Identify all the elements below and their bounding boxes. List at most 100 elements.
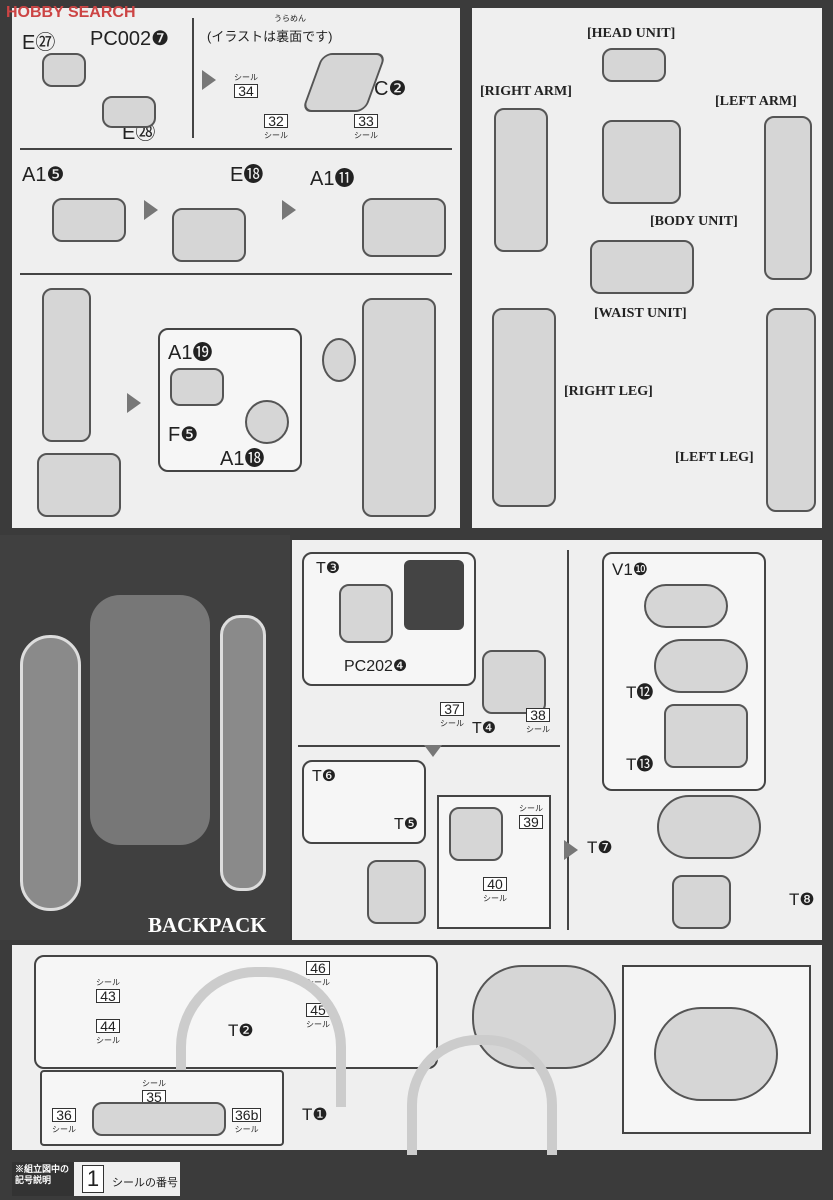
body-illustration — [602, 120, 681, 204]
legend-title: ※組立図中の記号説明 — [12, 1162, 74, 1196]
note-reverse-side: (イラストは裏面です) — [207, 29, 333, 44]
label-t12: T⓬ — [626, 683, 654, 702]
part-illustration — [362, 198, 446, 257]
down-arrow-icon — [424, 745, 442, 757]
part-illustration — [672, 875, 731, 929]
label-t7: T❼ — [587, 838, 613, 857]
part-illustration — [367, 860, 426, 924]
right-arm-illustration — [494, 108, 548, 252]
part-illustration — [42, 53, 86, 87]
label-pc002: PC002❼ — [90, 28, 170, 50]
label-e18: E⓲ — [230, 164, 264, 186]
part-illustration — [172, 208, 246, 262]
panel-unit-overview: [HEAD UNIT] [RIGHT ARM] [LEFT ARM] [BODY… — [472, 8, 822, 528]
label-t13: T⓭ — [626, 755, 654, 774]
legend-desc: シールの番号 — [112, 1177, 178, 1189]
label-a1-5: A1❺ — [22, 164, 65, 186]
label-e27: E㉗ — [22, 32, 56, 54]
part-illustration — [482, 650, 546, 714]
completed-view — [622, 965, 811, 1134]
detail-callout: A1⓳ F❺ A1⓲ — [158, 328, 302, 472]
watermark: HOBBY SEARCH — [6, 4, 136, 22]
label-t5: T❺ — [394, 816, 419, 833]
part-illustration — [170, 368, 224, 406]
label-waist-unit: [WAIST UNIT] — [594, 306, 687, 321]
head-illustration — [602, 48, 666, 82]
legend-seal-example: 1 — [82, 1165, 104, 1193]
backpack-title: BACKPACK — [148, 913, 267, 937]
part-illustration — [654, 1007, 778, 1101]
part-illustration — [407, 1035, 557, 1155]
label-t1: T❶ — [302, 1105, 328, 1124]
watermark-text: HOBBY SEARCH — [6, 4, 136, 21]
label-t4: T❹ — [472, 720, 497, 737]
label-t8: T❽ — [789, 890, 815, 909]
detail-callout: V1❿ T⓬ T⓭ — [602, 552, 766, 791]
left-arm-illustration — [764, 116, 812, 280]
divider — [192, 18, 194, 138]
divider — [20, 273, 452, 275]
legend: ※組立図中の記号説明 1 シールの番号 — [12, 1162, 180, 1196]
divider — [567, 550, 569, 930]
step-arrow-icon — [564, 840, 578, 860]
backpack-photo: BACKPACK — [0, 535, 290, 940]
shield-illustration — [20, 635, 81, 911]
detail-callout: T❸ PC202❹ — [302, 552, 476, 686]
right-leg-illustration — [492, 308, 556, 507]
label-v1: V1❿ — [612, 560, 649, 579]
label-pc202: PC202❹ — [344, 658, 408, 675]
label-t3: T❸ — [316, 560, 341, 577]
step-arrow-icon — [202, 70, 216, 90]
waist-illustration — [590, 240, 694, 294]
part-illustration — [657, 795, 761, 859]
part-illustration — [654, 639, 748, 693]
left-leg-illustration — [766, 308, 816, 512]
label-c2: C❷ — [374, 78, 407, 100]
step-arrow-icon — [127, 393, 141, 413]
part-illustration — [449, 807, 503, 861]
label-t6: T❻ — [312, 768, 337, 785]
divider — [20, 148, 452, 150]
label-right-leg: [RIGHT LEG] — [564, 384, 653, 399]
part-illustration — [176, 967, 346, 1107]
label-body-unit: [BODY UNIT] — [650, 214, 738, 229]
shield-illustration — [220, 615, 266, 891]
part-illustration — [42, 288, 91, 442]
label-left-leg: [LEFT LEG] — [675, 450, 754, 465]
label-a1-11: A1⓫ — [310, 168, 355, 190]
part-illustration — [644, 584, 728, 628]
label-head-unit: [HEAD UNIT] — [587, 26, 676, 41]
part-illustration — [664, 704, 748, 768]
label-a1-19: A1⓳ — [168, 342, 213, 364]
detail-callout: T❻ T❺ — [302, 760, 426, 844]
part-illustration — [52, 198, 126, 242]
part-illustration — [362, 298, 436, 517]
label-a1-18: A1⓲ — [220, 448, 265, 470]
part-illustration — [92, 1102, 226, 1136]
part-illustration — [322, 338, 356, 382]
part-photo — [404, 560, 464, 630]
step-arrow-icon — [282, 200, 296, 220]
label-right-arm: [RIGHT ARM] — [480, 84, 572, 99]
label-left-arm: [LEFT ARM] — [715, 94, 797, 109]
part-illustration — [245, 400, 289, 444]
step-arrow-icon — [144, 200, 158, 220]
note-ruby: うらめん — [274, 14, 306, 23]
part-illustration — [102, 96, 156, 128]
